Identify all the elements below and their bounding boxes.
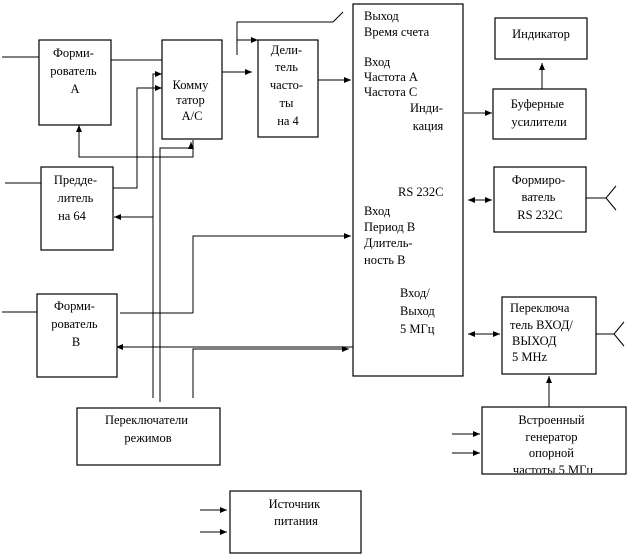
- line-switches-to-commutator: [152, 71, 162, 398]
- reference-generator-block: Встроенный генератор опорной частоты 5 М…: [481, 406, 627, 477]
- connections: [2, 11, 625, 535]
- power-supply-label: Источник питания: [269, 497, 324, 528]
- shaper-b-block: Форми- рователь В: [36, 293, 118, 378]
- divider-label: Дели- тель часто- ты на 4: [270, 43, 306, 128]
- mcu-freq-input-label: Вход Частота А Частота С: [364, 55, 421, 99]
- mcu-block: Выход Время счета Вход Частота А Частота…: [352, 3, 464, 377]
- commutator-block: Комму татор А/С: [161, 39, 223, 140]
- line-time-out: [236, 11, 344, 55]
- line-switches-to-mcu-5mhz: [192, 346, 349, 398]
- mcu-rs232-label: RS 232C: [398, 185, 444, 199]
- prescaler-block: Предде- литель на 64: [40, 166, 114, 251]
- mcu-time-output-label: Выход Время счета: [364, 9, 430, 39]
- indicator-block: Индикатор: [494, 17, 588, 60]
- mcu-5mhz-io-label: Вход/ Выход 5 МГц: [400, 286, 438, 336]
- mcu-period-input-label: Вход Период В Длитель- ность В: [364, 204, 418, 267]
- io-switch-block: Переключа тель ВХОД/ ВЫХОД 5 MHz: [501, 296, 597, 375]
- prescaler-label: Предде- литель на 64: [54, 173, 100, 223]
- buffer-amplifiers-label: Буферные усилители: [511, 97, 567, 129]
- shaper-a-block: Форми- рователь А: [38, 39, 112, 126]
- mcu-display-label: Инди- кация: [410, 101, 446, 133]
- line-to-mcu-period: [192, 233, 351, 313]
- line-switches-to-commutator-bottom: [159, 142, 194, 402]
- power-supply-block: Источник питания: [229, 490, 362, 554]
- io-external: [596, 321, 625, 335]
- shaper-a-label: Форми- рователь А: [50, 46, 100, 96]
- rs232-external: [586, 185, 617, 199]
- indicator-label: Индикатор: [512, 27, 570, 41]
- rs232-shaper-block: Формиро- ватель RS 232C: [493, 166, 587, 233]
- commutator-label: Комму татор А/С: [173, 78, 212, 123]
- rs232-external-2: [605, 197, 617, 211]
- rs232-shaper-label: Формиро- ватель RS 232C: [512, 173, 569, 222]
- mode-switches-block: Переключатели режимов: [76, 407, 221, 466]
- io-switch-label: Переключа тель ВХОД/ ВЫХОД 5 MHz: [510, 301, 576, 364]
- buffer-amplifiers-block: Буферные усилители: [492, 88, 587, 140]
- line-prescaler-to-commutator: [112, 85, 162, 189]
- io-external-2: [613, 333, 625, 347]
- mode-switches-label: Переключатели режимов: [105, 413, 191, 445]
- reference-generator-label: Встроенный генератор опорной частоты 5 М…: [513, 413, 593, 477]
- shaper-b-label: Форми- рователь В: [51, 299, 101, 349]
- divider-block: Дели- тель часто- ты на 4: [257, 39, 319, 138]
